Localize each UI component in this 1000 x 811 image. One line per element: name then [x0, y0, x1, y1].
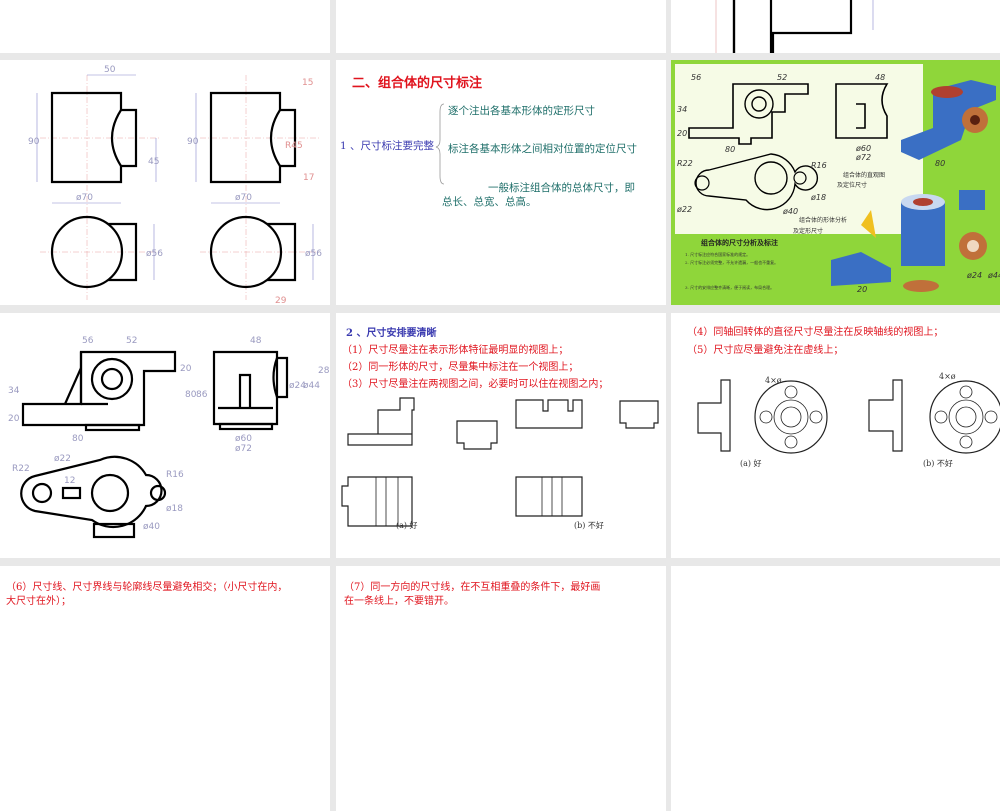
svg-text:ø24: ø24 [289, 381, 306, 391]
item-overall-dimensions-1: 一般标注组合体的总体尺寸，即 [488, 182, 635, 194]
svg-text:20: 20 [8, 414, 20, 424]
svg-text:15: 15 [302, 78, 313, 88]
slide-thumbnail-5[interactable]: 二、组合体的尺寸标注 1 、尺寸标注要完整 逐个注出各基本形体的定形尺寸 标注各… [336, 60, 666, 305]
svg-text:R22: R22 [677, 159, 693, 168]
svg-text:17: 17 [303, 173, 314, 183]
label-position-dims: 及定位尺寸 [837, 182, 868, 189]
rule-5: （5）尺寸应尽量避免注在虚线上； [687, 345, 844, 356]
rule-7: （7）同一方向的尺寸线，在不互相重叠的条件下，最好画 [344, 582, 601, 593]
svg-text:ø40: ø40 [143, 522, 160, 532]
cylinder-dimension-drawing: 50 90 45 ø70 ø56 15 R45 17 90 ø70 ø56 29 [28, 65, 322, 305]
slide-thumbnail-9[interactable]: （4）同轴回转体的直径尺寸尽量注在反映轴线的视图上； （5）尺寸应尽量避免注在虚… [671, 313, 1000, 558]
svg-text:ø22: ø22 [676, 205, 692, 214]
rule-6: （6）尺寸线、尺寸界线与轮廓线尽量避免相交；（小尺寸在内， [6, 582, 288, 593]
svg-text:34: 34 [677, 105, 687, 114]
svg-text:50: 50 [104, 65, 116, 75]
svg-text:28: 28 [318, 366, 330, 376]
box-title: 组合体的尺寸分析及标注 [701, 238, 778, 247]
clarity-example-drawings: (a) 好 (b) 不好 [341, 397, 659, 530]
svg-text:90: 90 [28, 137, 40, 147]
svg-text:ø18: ø18 [810, 193, 826, 202]
drawing-right: 15 R45 17 90 ø70 ø56 29 [187, 75, 322, 305]
svg-text:29: 29 [275, 296, 287, 305]
brace-icon [435, 103, 445, 185]
label-shape-dims: 及定形尺寸 [793, 228, 824, 235]
svg-text:R22: R22 [12, 464, 30, 474]
svg-text:34: 34 [8, 386, 20, 396]
svg-text:4×ø: 4×ø [765, 376, 782, 385]
svg-text:ø56: ø56 [305, 249, 322, 259]
svg-text:ø72: ø72 [235, 444, 252, 454]
svg-text:ø72: ø72 [855, 153, 871, 162]
flange-example-drawings: 4×ø 4×ø (a) 好 (b) 不好 [697, 372, 1000, 468]
rule-2: （2）同一形体的尺寸，尽量集中标注在一个视图上； [342, 362, 579, 373]
svg-text:52: 52 [126, 336, 137, 346]
label-visual-view: 组合体的直观图 [843, 172, 886, 179]
slide-thumbnail-6[interactable]: 56 52 48 34 20 80 R22 R16 ø22 ø18 ø40 ø60 ø72 8… [671, 60, 1000, 305]
svg-text:86: 86 [196, 390, 208, 400]
slide-thumbnail-1[interactable] [0, 0, 330, 53]
svg-text:80: 80 [725, 145, 735, 154]
svg-text:R16: R16 [811, 161, 827, 170]
slide-thumbnail-12[interactable] [671, 566, 1000, 811]
svg-text:ø60: ø60 [235, 434, 252, 444]
svg-text:20: 20 [857, 285, 867, 294]
svg-text:(a) 好: (a) 好 [396, 520, 418, 530]
slide-thumbnail-4[interactable]: 50 90 45 ø70 ø56 15 R45 17 90 ø70 ø56 29 [0, 60, 330, 305]
rule-3: （3）尺寸尽量注在两视图之间，必要时可以住在视图之内； [342, 379, 609, 390]
svg-text:90: 90 [187, 137, 199, 147]
svg-text:R16: R16 [166, 470, 184, 480]
svg-text:(a) 好: (a) 好 [740, 458, 762, 468]
svg-text:ø24: ø24 [966, 271, 982, 280]
svg-text:ø60: ø60 [855, 144, 871, 153]
slide-thumbnail-10[interactable]: （6）尺寸线、尺寸界线与轮廓线尽量避免相交；（小尺寸在内， 大尺寸在外）； [0, 566, 330, 811]
slide-thumbnail-11[interactable]: （7）同一方向的尺寸线，在不互相重叠的条件下，最好画 在一条线上，不要错开。 [336, 566, 666, 811]
svg-text:(b) 不好: (b) 不好 [574, 520, 604, 530]
svg-text:80: 80 [185, 390, 197, 400]
stepped-part-drawing [715, 0, 874, 53]
svg-text:20: 20 [180, 364, 192, 374]
svg-text:ø44: ø44 [987, 271, 1000, 280]
label-shape-analysis: 组合体的形体分析 [799, 217, 848, 224]
svg-text:ø56: ø56 [146, 249, 163, 259]
rule-1: （1）尺寸尽量注在表示形体特征最明显的视图上； [342, 345, 569, 356]
item-shape-dimensions: 逐个注出各基本形体的定形尺寸 [448, 105, 595, 117]
svg-text:56: 56 [691, 73, 701, 82]
svg-text:ø22: ø22 [54, 454, 71, 464]
svg-text:48: 48 [250, 336, 262, 346]
svg-text:ø44: ø44 [303, 381, 320, 391]
rule-4: （4）同轴回转体的直径尺寸尽量注在反映轴线的视图上； [687, 327, 944, 338]
svg-text:4×ø: 4×ø [939, 372, 956, 381]
box-item: 1. 尺寸标注应符合国家标准的规定。 [685, 252, 751, 257]
item-position-dimensions: 标注各基本形体之间相对位置的定位尺寸 [448, 143, 637, 155]
svg-text:(b) 不好: (b) 不好 [923, 458, 953, 468]
svg-text:48: 48 [875, 73, 885, 82]
slide-thumbnail-3[interactable] [671, 0, 1000, 53]
svg-text:ø18: ø18 [166, 504, 183, 514]
slide-title: 二、组合体的尺寸标注 [352, 76, 483, 91]
svg-text:45: 45 [148, 157, 159, 167]
svg-text:ø40: ø40 [782, 207, 798, 216]
item-overall-dimensions-2: 总长、总宽、总高。 [442, 196, 537, 208]
svg-text:20: 20 [677, 129, 687, 138]
slide-thumbnail-2[interactable] [336, 0, 666, 53]
svg-text:ø70: ø70 [235, 193, 252, 203]
svg-text:80: 80 [72, 434, 84, 444]
composite-body-illustration: 56 52 48 34 20 80 R22 R16 ø22 ø18 ø40 ø60 ø72 8… [675, 64, 1000, 294]
svg-text:R45: R45 [285, 141, 303, 151]
drawing-left: 50 90 45 ø70 ø56 [28, 65, 163, 300]
svg-text:80: 80 [935, 159, 945, 168]
svg-text:ø70: ø70 [76, 193, 93, 203]
svg-text:12: 12 [64, 476, 75, 486]
isometric-part [831, 80, 996, 292]
section-heading: 2 、尺寸安排要清晰 [346, 328, 437, 339]
box-item: 2. 尺寸标注必须完整，不允许遗漏，一般也不重复。 [685, 260, 779, 265]
svg-text:56: 56 [82, 336, 94, 346]
box-item: 3. 尺寸的安排应整齐清晰，便于阅读，布局合理。 [685, 285, 775, 290]
svg-text:52: 52 [777, 73, 787, 82]
completeness-label: 1 、尺寸标注要完整 [340, 140, 435, 152]
slide-thumbnail-8[interactable]: 2 、尺寸安排要清晰 （1）尺寸尽量注在表示形体特征最明显的视图上； （2）同一… [336, 313, 666, 558]
